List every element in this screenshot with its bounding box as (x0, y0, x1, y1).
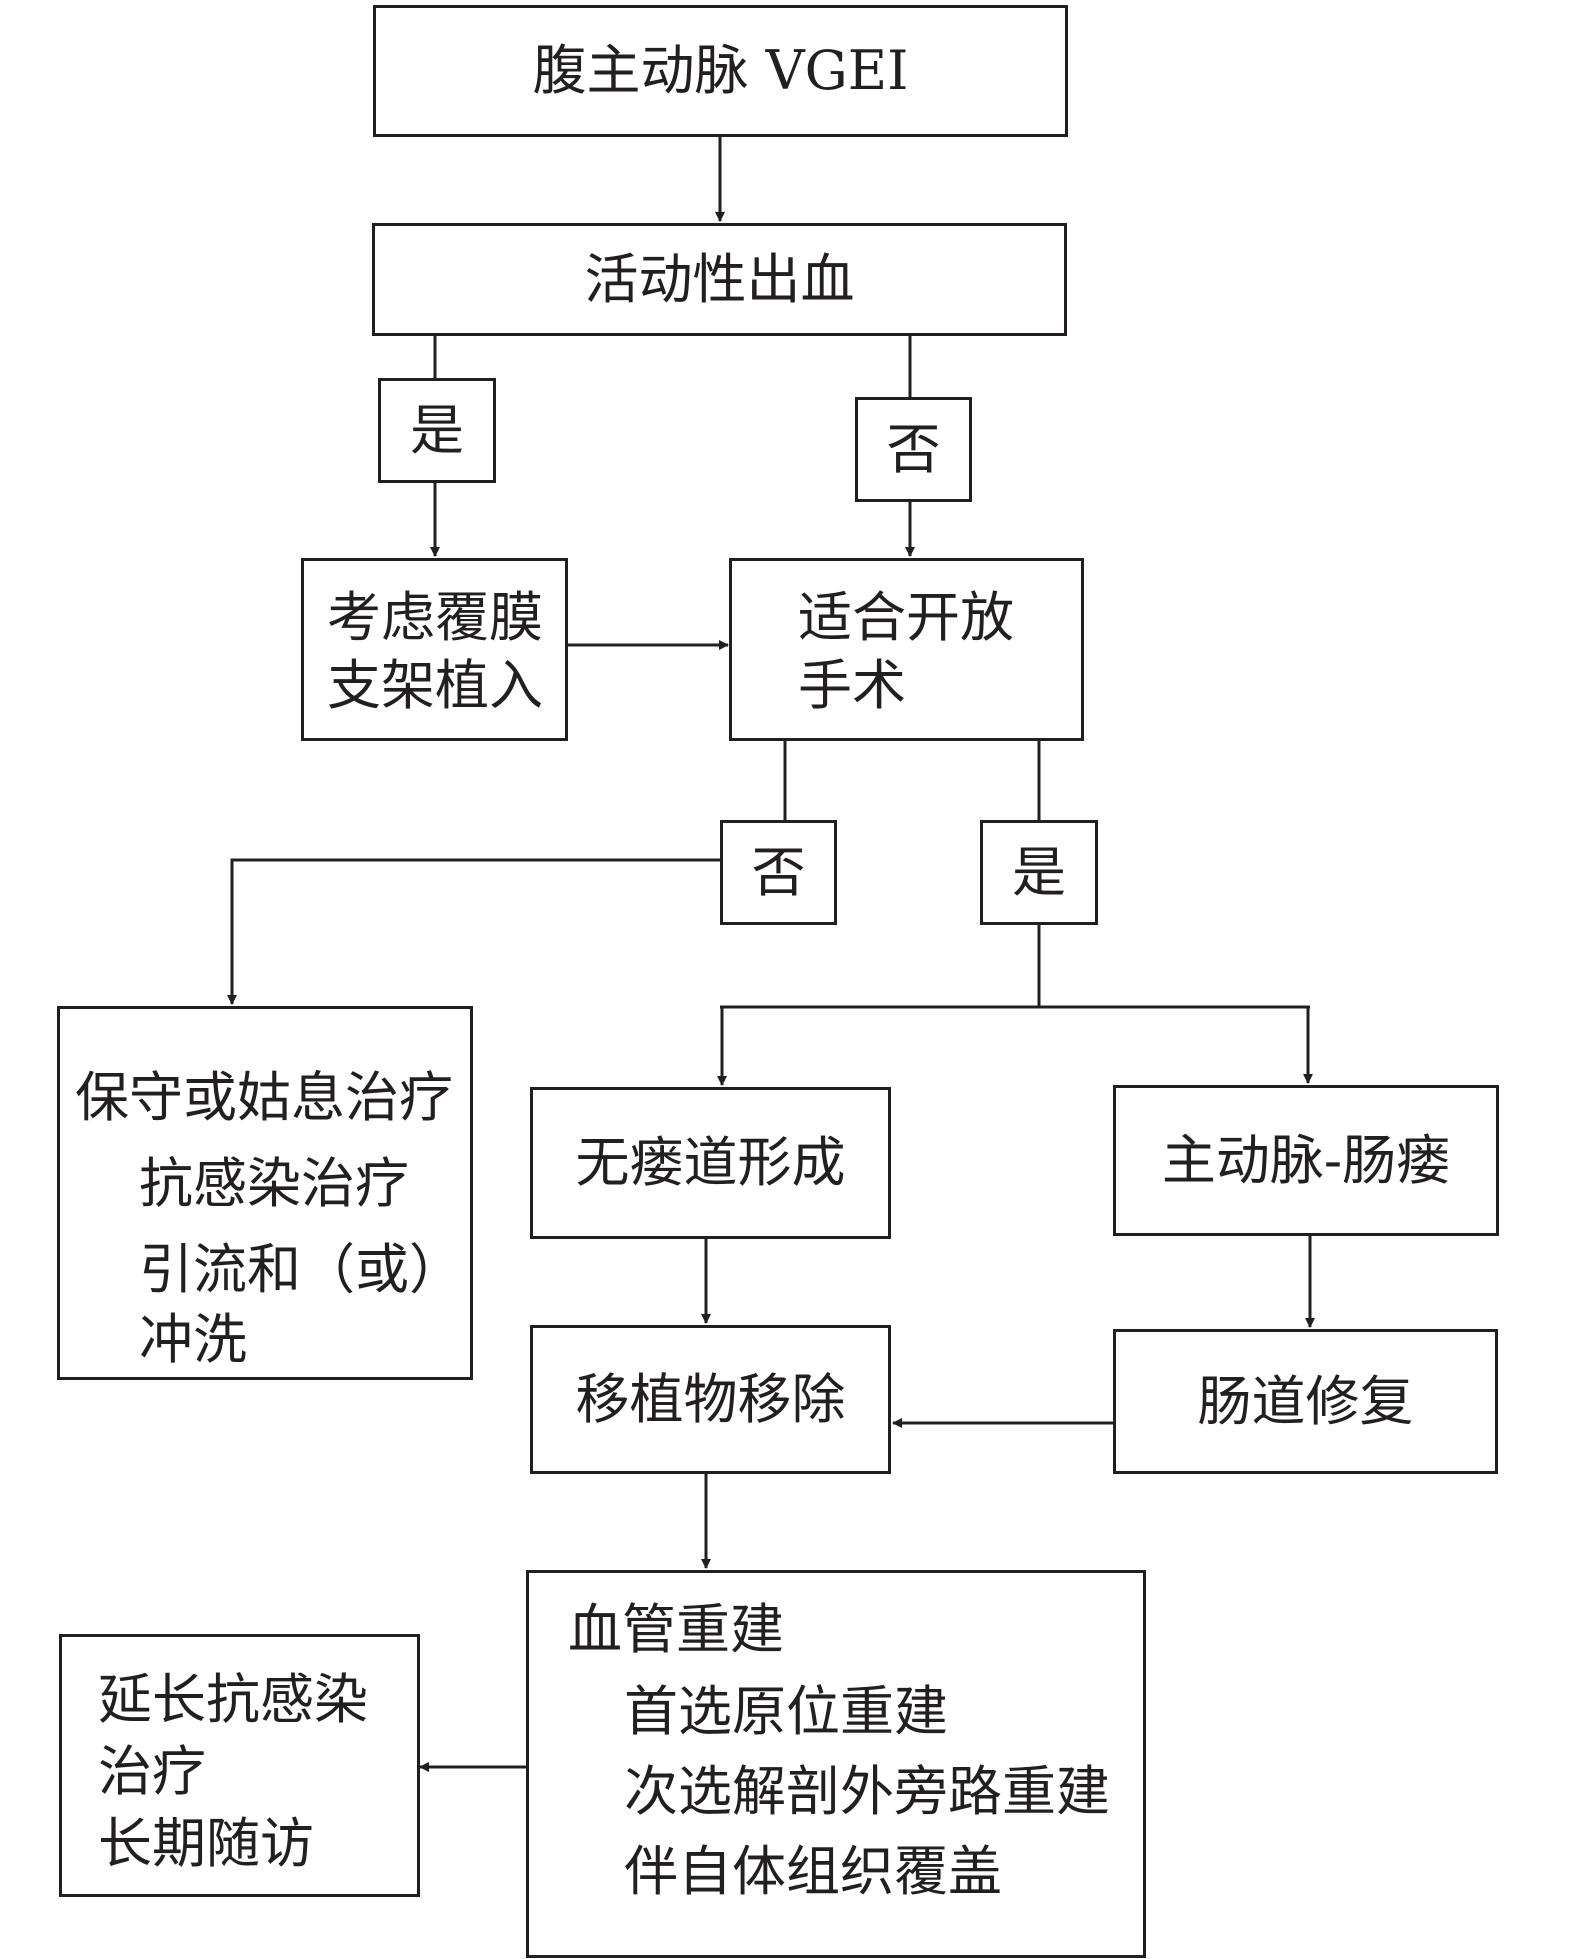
node-revascularization-line-4: 伴自体组织覆盖 (624, 1840, 1002, 1903)
node-active-bleeding-label: 活动性出血 (584, 247, 855, 311)
node-revascularization-line-2: 首选原位重建 (624, 1680, 948, 1743)
node-graft-removal-label: 移植物移除 (575, 1367, 846, 1431)
decision-no-bleeding: 否 (855, 397, 972, 502)
node-aortic-vgei: 腹主动脉 VGEI (373, 5, 1068, 137)
node-active-bleeding: 活动性出血 (372, 223, 1067, 336)
node-conservative-palliative: 保守或姑息治疗 抗感染治疗 引流和（或） 冲洗 (57, 1006, 473, 1380)
decision-yes-open-surgery-label: 是 (1012, 840, 1066, 904)
node-revascularization-line-3: 次选解剖外旁路重建 (624, 1760, 1110, 1823)
arrow-no-to-conservative (227, 858, 720, 1005)
decision-yes-open-surgery: 是 (980, 820, 1098, 925)
node-open-surgery-line-1: 适合开放 (798, 586, 1014, 649)
node-graft-removal: 移植物移除 (530, 1325, 891, 1474)
node-bowel-repair-label: 肠道修复 (1197, 1369, 1414, 1433)
node-no-fistula-label: 无瘘道形成 (575, 1131, 846, 1194)
node-followup-line-2: 治疗 (98, 1740, 206, 1803)
node-revascularization-line-1: 血管重建 (568, 1598, 784, 1661)
node-no-fistula: 无瘘道形成 (530, 1087, 891, 1239)
node-covered-stent: 考虑覆膜 支架植入 (301, 558, 568, 741)
decision-no-open-surgery: 否 (720, 820, 837, 925)
node-aortic-vgei-label: 腹主动脉 VGEI (532, 39, 909, 102)
node-revascularization: 血管重建 首选原位重建 次选解剖外旁路重建 伴自体组织覆盖 (526, 1570, 1146, 1958)
decision-yes-bleeding: 是 (378, 378, 496, 483)
node-aortoenteric-fistula: 主动脉-肠瘘 (1113, 1085, 1499, 1236)
node-bowel-repair: 肠道修复 (1113, 1329, 1498, 1474)
node-covered-stent-line-2: 支架植入 (327, 654, 543, 717)
node-open-surgery-suitable: 适合开放 手术 (729, 558, 1084, 741)
node-conservative-line-3: 引流和（或） (139, 1238, 463, 1301)
node-aortoenteric-fistula-label: 主动脉-肠瘘 (1161, 1128, 1451, 1192)
node-covered-stent-line-1: 考虑覆膜 (327, 586, 543, 649)
node-open-surgery-line-2: 手术 (798, 654, 906, 717)
node-conservative-line-1: 保守或姑息治疗 (75, 1066, 453, 1129)
node-prolonged-antiinfection-followup: 延长抗感染 治疗 长期随访 (59, 1634, 420, 1897)
node-conservative-line-4: 冲洗 (139, 1308, 247, 1371)
node-conservative-line-2: 抗感染治疗 (139, 1152, 409, 1215)
node-followup-line-1: 延长抗感染 (98, 1668, 368, 1731)
decision-yes-bleeding-label: 是 (410, 398, 464, 462)
decision-no-open-surgery-label: 否 (751, 840, 806, 904)
decision-no-bleeding-label: 否 (886, 417, 941, 481)
node-followup-line-3: 长期随访 (98, 1812, 314, 1875)
